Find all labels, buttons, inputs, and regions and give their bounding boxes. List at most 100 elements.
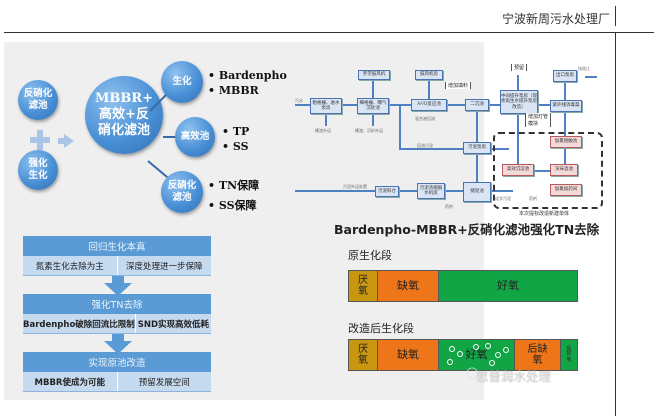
wechat-icon: ◯	[466, 366, 479, 379]
segment-anoxic: 缺氧	[378, 340, 439, 370]
document-header-title: 宁波新周污水处理厂	[501, 12, 610, 26]
flow-line	[530, 170, 560, 172]
flow-line	[585, 76, 597, 78]
bubble-label: 反硝化滤池	[167, 180, 197, 203]
arrow-right-icon	[58, 134, 74, 148]
carrier-bubble	[457, 351, 463, 357]
flow-line	[372, 110, 374, 126]
segment-post-anoxic: 后缺氧	[515, 340, 561, 370]
bubble-denitrification-filter: 反硝化滤池	[18, 80, 58, 120]
bullet-item: TN保障	[208, 176, 259, 196]
segment-anaerobic: 厌氧	[349, 340, 378, 370]
bubble-enhanced-biochem: 强化生化	[18, 150, 58, 190]
box-sludge-storage: 储泥池	[463, 182, 491, 202]
segment-label: 厌氧	[358, 344, 368, 366]
box-deep-bed-filter: 深床滤池	[550, 164, 578, 176]
connector-line	[163, 136, 181, 138]
process-flow-diagram: 粗格栅、进水泵房 细格栅、曝气沉砂池 罗茨鼓风机 鼓风机房 A²/O反应池 二沉…	[295, 60, 605, 220]
block-row: Bardenpho破除回流比限制 SND实现高效低耗	[23, 314, 211, 334]
box-high-rate-clarifier: 高效沉淀池	[502, 164, 534, 176]
bubble-biochem: 生化	[161, 61, 203, 103]
strategy-title: Bardenpho-MBBR+反硝化滤池强化TN去除	[334, 222, 600, 237]
bullet-item: TP	[222, 124, 249, 139]
flow-line	[481, 190, 513, 192]
header-rule	[4, 32, 654, 33]
plus-icon	[30, 130, 50, 150]
box-chlorine-contact: 加氯接触池	[550, 136, 582, 148]
header-divider	[615, 6, 616, 26]
bubble-high-efficiency-tank: 高效池	[175, 117, 215, 157]
box-coarse-screen: 粗格栅、进水泵房	[310, 98, 342, 114]
segment-label: 缺氧	[397, 347, 419, 361]
block-cell: SND实现高效低耗	[134, 314, 211, 333]
label-chemicals-2: 药剂	[445, 204, 453, 209]
bubble-label: 反硝化滤池	[23, 88, 53, 111]
original-stage-label: 原生化段	[348, 249, 392, 262]
original-stage-bar: 厌氧 缺氧 好氧	[348, 270, 578, 302]
retrofit-stage-label: 改造后生化段	[348, 322, 414, 335]
box-a2o-reactor: A²/O反应池	[411, 99, 447, 111]
carrier-bubble	[449, 346, 455, 352]
bubble-label: 生化	[172, 76, 192, 88]
center-line-1: MBBR+	[94, 90, 154, 106]
box-roots-blower: 罗茨鼓风机	[358, 70, 390, 80]
block-tn-removal: 强化TN去除 Bardenpho破除回流比限制 SND实现高效低耗	[23, 294, 211, 334]
box-uv-channel: 紫外线消毒渠	[550, 100, 582, 112]
block-row: 氮素生化去除为主 深度处理进一步保障	[23, 256, 211, 276]
note-add-lamp: 增加灯管模块	[525, 113, 551, 127]
block-header: 强化TN去除	[23, 294, 211, 314]
segment-label: 缺氧	[397, 278, 419, 292]
block-cell: 氮素生化去除为主	[35, 261, 104, 272]
watermark: 思普润水处理	[476, 369, 552, 384]
block-header: 实现原池改造	[23, 352, 211, 372]
segment-aerobic: 好氧	[439, 271, 577, 301]
bullet-item: MBBR	[208, 83, 287, 98]
center-line-3: 硝化滤池	[97, 123, 150, 139]
box-sludge-pump: 污泥泵房	[463, 142, 491, 154]
box-dewatering: 污泥浓缩脱水机房	[417, 183, 445, 199]
segment-post-aerobic: 后好氧	[561, 340, 577, 370]
box-sludge-silo: 污泥料仓	[375, 186, 399, 197]
segment-anaerobic: 厌氧	[349, 271, 378, 301]
block-return-biochem: 回归生化本真 氮素生化去除为主 深度处理进一步保障	[23, 236, 211, 276]
bubble-center: MBBR+ 高效+反 硝化滤池	[85, 76, 163, 154]
segment-aerobic-mbbr: 好氧	[439, 340, 515, 370]
box-fine-screen: 细格栅、曝气沉砂池	[357, 98, 389, 114]
bullets-denit: TN保障 SS保障	[208, 176, 259, 216]
label-outflow: 排甬江	[578, 66, 590, 71]
label-new-units: 本次提标改造新建单体	[519, 211, 570, 217]
new-units-boundary	[493, 132, 603, 209]
label-screenings: 栅渣外运	[315, 128, 331, 133]
block-header: 回归生化本真	[23, 236, 211, 256]
block-cell: 深度处理进一步保障	[116, 256, 212, 275]
label-return-sludge: 回流污泥	[417, 143, 433, 148]
bullets-biochem: Bardenpho MBBR	[208, 68, 287, 98]
arrow-down-icon	[104, 334, 132, 354]
block-retrofit: 实现原池改造 MBBR使成为可能 预留发展空间	[23, 352, 211, 392]
flow-line	[399, 104, 401, 149]
label-chemicals: 药剂	[529, 196, 537, 201]
carrier-bubble	[485, 343, 491, 349]
flow-line	[399, 148, 509, 150]
note-add-filler: 增加填料	[445, 82, 472, 89]
bullet-item: Bardenpho	[208, 68, 287, 83]
segment-label: 后缺氧	[527, 344, 548, 366]
box-outlet-pump: 出口泵房	[553, 70, 577, 82]
label-grit: 栅渣、沉砂外运	[355, 128, 383, 133]
carrier-bubble	[489, 360, 495, 366]
segment-label: 好氧	[497, 278, 519, 292]
label-chemical-sludge: 化学污泥	[495, 196, 511, 201]
arrow-down-icon	[104, 276, 132, 296]
segment-label: 厌氧	[358, 275, 368, 297]
label-sludge-disposal: 污泥外运处置	[343, 184, 367, 189]
label-inflow: 污水	[295, 98, 303, 103]
segment-label: 后好氧	[566, 345, 572, 363]
box-secondary-clarifier: 二沉池	[465, 99, 489, 111]
center-line-2: 高效+反	[99, 106, 149, 122]
segment-label: 好氧	[465, 347, 488, 361]
flow-line	[325, 110, 327, 126]
block-row: MBBR使成为可能 预留发展空间	[23, 372, 211, 392]
carrier-bubble	[503, 347, 509, 353]
box-chlorine-dosing: 加氯加药间	[550, 184, 582, 196]
label-mixed-liquor-return: 混合液回流	[415, 116, 435, 121]
